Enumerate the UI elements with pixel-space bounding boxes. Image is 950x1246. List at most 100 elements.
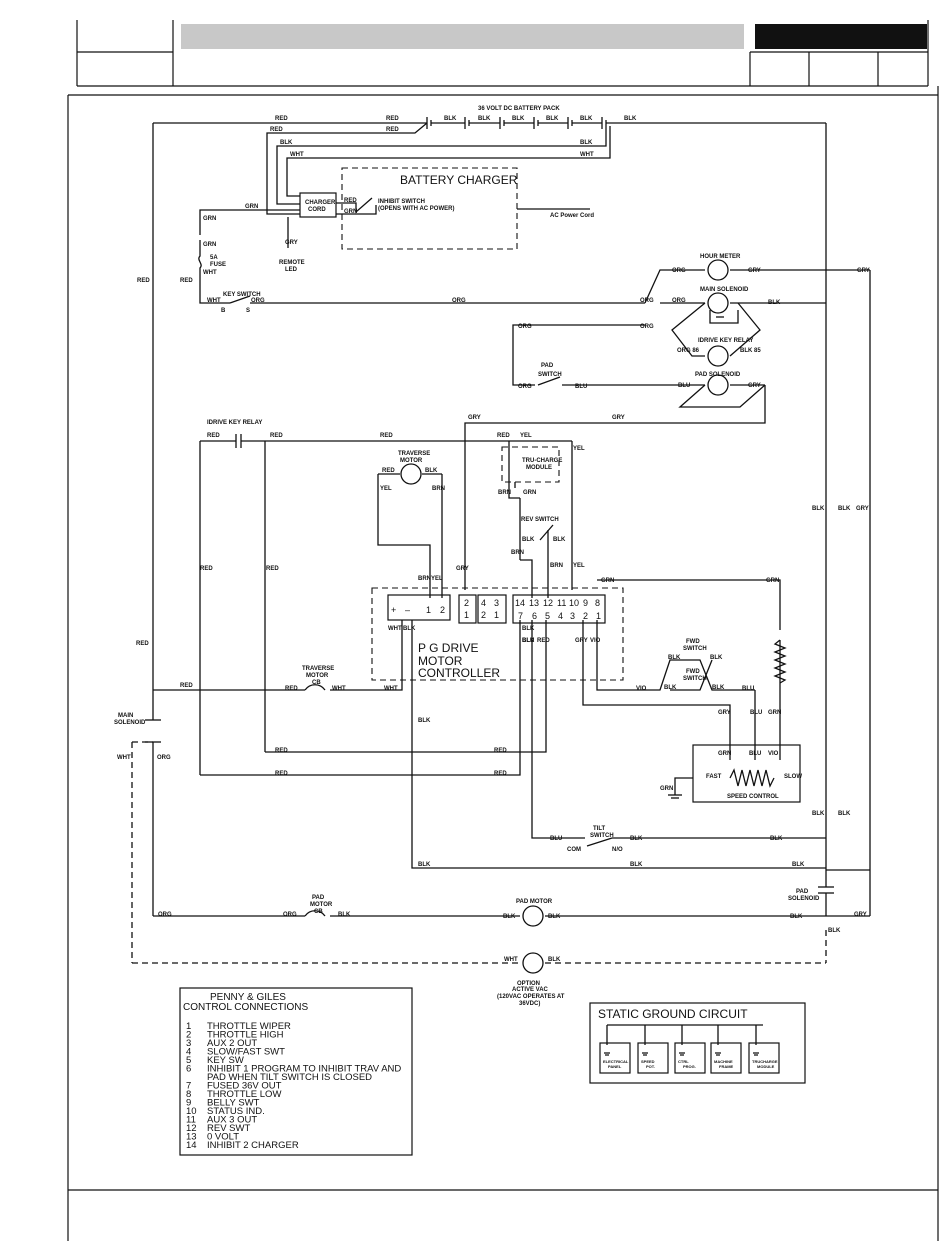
wire-label-blu-4: BLU — [742, 686, 754, 692]
wire-label-red-4: RED — [386, 127, 399, 133]
pin-bottom-7: 7 — [518, 611, 523, 621]
remote-led-label-1: REMOTE — [279, 260, 305, 266]
wire-label-wht-5: WHT — [388, 626, 402, 632]
wire-label-blk-3: BLK — [512, 116, 525, 122]
motor-plug — [387, 594, 451, 621]
wire-label-blu-7: BLU — [550, 836, 562, 842]
wire-label-wht-2: WHT — [580, 152, 594, 158]
legend-item-text: THROTTLE HIGH — [207, 1030, 284, 1041]
legend-box — [179, 987, 413, 1156]
controller-title-1: P G DRIVE — [418, 641, 478, 655]
fuse-label-2: FUSE — [210, 262, 226, 268]
wire-label-gry-5: GRY — [468, 415, 481, 421]
wire-label-blu-1: BLU — [575, 384, 587, 390]
wire-label-org-5: ORG — [672, 298, 686, 304]
wire-label-red-3: RED — [270, 127, 283, 133]
wire-label-gry-2: GRY — [748, 268, 761, 274]
ac-power-cord-label: AC Power Cord — [550, 213, 594, 219]
wire-label-org-1: ORG — [251, 298, 265, 304]
wire-label-wht-6: WHT — [332, 686, 346, 692]
ground-item-label-2: PROG. — [683, 1064, 696, 1069]
wire-label-brn-4: BRN — [550, 563, 563, 569]
wire-label-blk-16: BLK — [668, 655, 681, 661]
idrive-key-relay-label: IDRIVE KEY RELAY — [207, 420, 262, 426]
wire-label-red-15: RED — [136, 641, 149, 647]
wire-label-blk-4: BLK — [546, 116, 559, 122]
trucharge-label-1: TRU-CHARGE — [522, 458, 562, 464]
legend-item-number: 12 — [186, 1123, 197, 1134]
wire-label-blk-29: BLK — [792, 862, 805, 868]
ground-icon — [679, 1052, 685, 1056]
wire-label-red-10: RED — [380, 433, 393, 439]
wire-label-yel-1: YEL — [520, 433, 532, 439]
fwd-switch-label-3: FWD — [686, 669, 700, 675]
wire-label-blk-12: BLK — [553, 537, 566, 543]
wire-label-red-21: RED — [275, 771, 288, 777]
ground-icon — [642, 1052, 648, 1056]
legend-item-number: 14 — [186, 1140, 197, 1151]
wire-label-grn-1: GRN — [344, 209, 357, 215]
static-ground-circuit: STATIC GROUND CIRCUIT ELECTRICALPANELSPE… — [589, 1002, 806, 1084]
wire-label-gry-4: GRY — [748, 383, 761, 389]
active-vac-motor-symbol — [522, 952, 544, 974]
pin-bottom-6: 6 — [532, 611, 537, 621]
pad-motor-symbol — [522, 905, 544, 927]
pad-solenoid-right-1: PAD — [796, 889, 809, 895]
plug-b — [477, 594, 507, 624]
wire-label-grn-2: GRN — [245, 204, 258, 210]
wire-label-blk-10: BLK — [425, 468, 438, 474]
ground-item-box — [748, 1042, 780, 1074]
wire-label-vio-3: VIO — [768, 751, 779, 757]
wire-label-red-14: RED — [266, 566, 279, 572]
wire-label-blk-19: BLK — [712, 685, 725, 691]
wire-label-blk-32: BLK — [548, 914, 561, 920]
key-switch-title: KEY SWITCH — [223, 292, 261, 298]
motor-plug-minus: – — [405, 605, 410, 615]
ground-item-label-2: PANEL — [608, 1064, 622, 1069]
legend-item-text: AUX 2 OUT — [207, 1038, 257, 1049]
legend-item-number: 13 — [186, 1132, 197, 1143]
wire-label-grn-6: GRN — [601, 578, 614, 584]
wire-label-blk-20: BLK — [418, 718, 431, 724]
wire-label-org-8: ORG — [518, 384, 532, 390]
pin-top-8: 8 — [595, 598, 600, 608]
plug-a-bottom: 1 — [464, 610, 469, 620]
wire-label-wht-8: WHT — [117, 755, 131, 761]
legend-item-number: 5 — [186, 1055, 191, 1066]
battery-pack — [426, 117, 826, 129]
wire-label-blk-17: BLK — [710, 655, 723, 661]
wire-label-red-18: RED — [285, 686, 298, 692]
wire-label-gry-11: GRY — [854, 912, 867, 918]
ground-item-box — [674, 1042, 706, 1074]
key-switch-terminal-s: S — [246, 308, 250, 314]
wire-label-yel-5: YEL — [431, 576, 443, 582]
ground-item-label-2: FRAME — [719, 1064, 734, 1069]
wire-label-blk-9: BLK — [768, 300, 781, 306]
ground-item-label-2: POT. — [646, 1064, 655, 1069]
wire-label-red-22: RED — [494, 771, 507, 777]
pad-motor-label: PAD MOTOR — [516, 899, 553, 905]
wire-label-gry-10: GRY — [856, 506, 869, 512]
wire-label-blk-28: BLK — [630, 862, 643, 868]
legend-item-text: 0 VOLT — [207, 1132, 239, 1143]
wire-label-gry-9: GRY — [718, 710, 731, 716]
motor-plug-plus: + — [391, 605, 396, 615]
hour-meter-symbol — [707, 259, 729, 281]
plug-b-bottom-2: 1 — [494, 610, 499, 620]
legend-item-number: 10 — [186, 1106, 197, 1117]
title-bar-black — [755, 24, 927, 49]
tilt-switch-com: COM — [567, 847, 581, 853]
ground-item-box — [637, 1042, 669, 1074]
wire-label-blu-5: BLU — [750, 710, 762, 716]
wire-label-blk-24: BLK — [838, 811, 851, 817]
title-bar-gray — [181, 24, 744, 49]
wire-label-brn-5: BRN — [418, 576, 431, 582]
trucharge-module-box — [501, 446, 560, 483]
wire-label-blu-3: BLU — [522, 638, 534, 644]
charger-cord-box — [299, 192, 337, 218]
traverse-cb-label-3: CB — [312, 680, 321, 686]
wire-label-wht-3: WHT — [203, 270, 217, 276]
ground-item-label-1: MACHINE — [714, 1059, 733, 1064]
ground-item-label-1: CTRL — [678, 1059, 689, 1064]
